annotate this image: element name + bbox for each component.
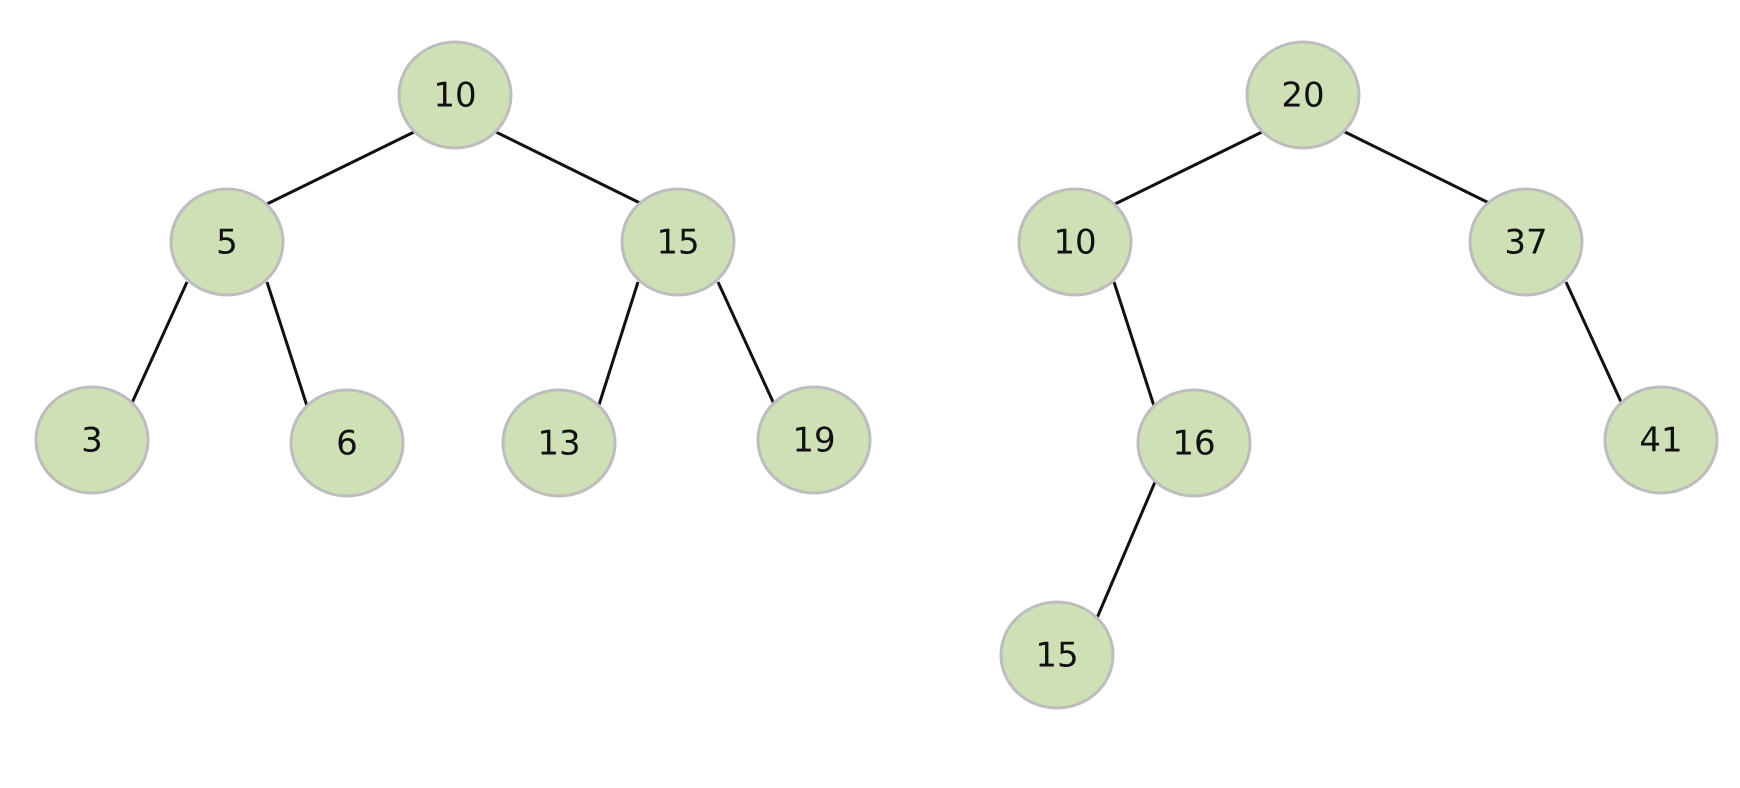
node-circle <box>169 187 285 297</box>
tree-node: 13 <box>501 388 617 498</box>
node-circle <box>620 187 736 297</box>
node-circle <box>1245 40 1361 150</box>
node-circle <box>756 385 872 495</box>
edge-10-5 <box>266 129 417 206</box>
node-label: 3 <box>81 421 103 461</box>
tree-node: 15 <box>999 600 1115 710</box>
tree-node: 15 <box>620 187 736 297</box>
edge-5-3 <box>129 281 189 406</box>
node-label: 20 <box>1281 76 1324 116</box>
tree-node: 16 <box>1136 388 1252 498</box>
node-label: 37 <box>1504 223 1547 263</box>
tree-node: 6 <box>289 388 405 498</box>
tree-node: 41 <box>1603 385 1719 495</box>
node-label: 10 <box>1053 223 1096 263</box>
node-label: 10 <box>433 76 476 116</box>
edge-16-15 <box>1095 481 1157 619</box>
node-circle <box>1468 187 1584 297</box>
edge-37-41 <box>1564 281 1624 405</box>
edge-10-16 <box>1112 281 1156 407</box>
right-tree-edges <box>1095 129 1624 619</box>
node-circle <box>397 40 513 150</box>
tree-node: 37 <box>1468 187 1584 297</box>
edge-20-10 <box>1114 129 1265 206</box>
node-label: 15 <box>656 223 699 263</box>
edge-10-15 <box>493 129 643 206</box>
node-circle <box>289 388 405 498</box>
tree-node: 19 <box>756 385 872 495</box>
left-tree-edges <box>129 129 776 409</box>
tree-node: 3 <box>34 385 150 495</box>
edge-15-19 <box>716 281 776 405</box>
node-label: 41 <box>1639 421 1682 461</box>
node-circle <box>1136 388 1252 498</box>
tree-node: 20 <box>1245 40 1361 150</box>
node-circle <box>501 388 617 498</box>
node-label: 19 <box>792 421 835 461</box>
node-circle <box>34 385 150 495</box>
node-label: 16 <box>1172 424 1215 464</box>
tree-node: 5 <box>169 187 285 297</box>
node-circle <box>999 600 1115 710</box>
node-circle <box>1017 187 1133 297</box>
node-label: 6 <box>336 424 358 464</box>
edge-5-6 <box>265 281 309 407</box>
node-label: 13 <box>537 424 580 464</box>
node-label: 15 <box>1035 636 1078 676</box>
edge-15-13 <box>596 281 640 409</box>
tree-node: 10 <box>1017 187 1133 297</box>
edge-20-37 <box>1342 129 1492 206</box>
tree-node: 10 <box>397 40 513 150</box>
node-label: 5 <box>216 223 238 263</box>
node-circle <box>1603 385 1719 495</box>
